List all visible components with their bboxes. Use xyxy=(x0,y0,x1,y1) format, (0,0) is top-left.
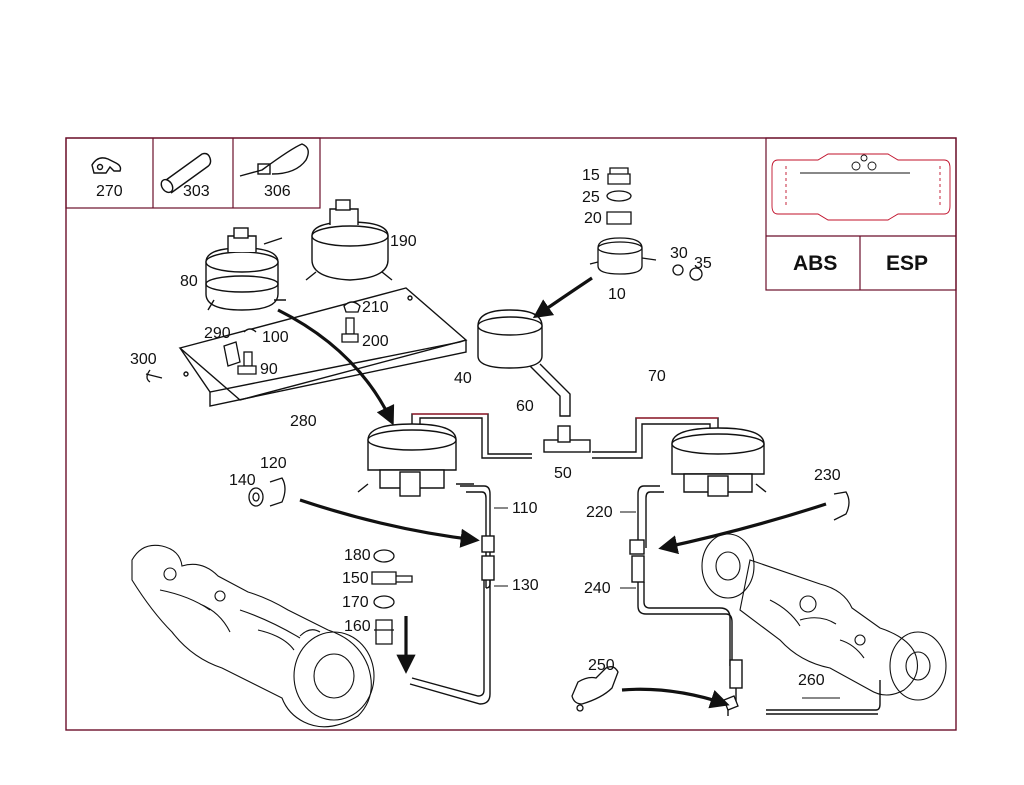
nut-290-icon xyxy=(223,341,241,367)
filler-cap-stack xyxy=(589,167,703,281)
callout-220: 220 xyxy=(586,504,613,521)
clip-120-icon xyxy=(269,477,286,507)
callout-190: 190 xyxy=(390,233,417,250)
callout-280: 280 xyxy=(290,413,317,430)
reservoir-80-icon xyxy=(205,227,286,311)
bracket-tray-icon xyxy=(178,287,468,407)
callout-140: 140 xyxy=(229,472,256,489)
vehicle-outline-icon xyxy=(771,153,951,221)
callout-250: 250 xyxy=(588,657,615,674)
callout-170: 170 xyxy=(342,594,369,611)
main-reservoir-icon xyxy=(477,309,571,417)
small-hardware xyxy=(145,301,361,383)
cable-tie-icon xyxy=(239,143,309,177)
callout-120: 120 xyxy=(260,455,287,472)
esp-badge: ESP xyxy=(886,252,929,275)
legend-label-303: 303 xyxy=(183,183,210,200)
callout-30: 30 xyxy=(670,245,688,262)
callout-150: 150 xyxy=(342,570,369,587)
callout-70: 70 xyxy=(648,368,666,385)
callout-40: 40 xyxy=(454,370,472,387)
left-accumulator-icon xyxy=(357,423,474,497)
hose-highlights xyxy=(412,413,718,419)
pointer-arrows xyxy=(277,276,827,709)
callout-15: 15 xyxy=(582,167,600,184)
seal-170-icon xyxy=(373,595,395,609)
callout-200: 200 xyxy=(362,333,389,350)
abs-badge: ABS xyxy=(793,252,838,275)
legend-label-270: 270 xyxy=(96,183,123,200)
callout-25: 25 xyxy=(582,189,600,206)
callout-230: 230 xyxy=(814,467,841,484)
bolt-160-icon xyxy=(374,619,394,645)
washer-30-icon xyxy=(672,264,684,276)
ring-20-icon xyxy=(606,211,632,225)
leader-lines xyxy=(494,507,840,699)
nut-35-icon xyxy=(689,267,703,281)
legend-parts-box xyxy=(65,137,321,209)
screw-300-icon xyxy=(145,369,163,383)
legend-label-306: 306 xyxy=(264,183,291,200)
front-axle-sketch xyxy=(131,544,375,728)
clip-230-icon xyxy=(833,491,850,521)
callout-35: 35 xyxy=(694,255,712,272)
callout-290: 290 xyxy=(204,325,231,342)
diagram-frame xyxy=(65,137,957,731)
callout-80: 80 xyxy=(180,273,198,290)
clip-210-icon xyxy=(343,301,361,313)
clip-100-icon xyxy=(243,328,257,333)
callout-10: 10 xyxy=(608,286,626,303)
callout-260: 260 xyxy=(798,672,825,689)
callout-160: 160 xyxy=(344,618,371,635)
callout-100: 100 xyxy=(262,329,289,346)
right-accumulator-icon xyxy=(671,427,767,497)
right-brake-line xyxy=(629,485,881,716)
callout-50: 50 xyxy=(554,465,572,482)
left-brake-line xyxy=(409,485,495,705)
distributor-250-icon xyxy=(571,666,619,705)
callout-210: 210 xyxy=(362,299,389,316)
callout-240: 240 xyxy=(584,580,611,597)
hose-sleeve-icon xyxy=(160,152,212,194)
callout-60: 60 xyxy=(516,398,534,415)
callout-20: 20 xyxy=(584,210,602,227)
callout-90: 90 xyxy=(260,361,278,378)
banjo-150-icon xyxy=(371,571,413,585)
cap-15-icon xyxy=(607,167,631,185)
seal-25-icon xyxy=(606,190,632,202)
callout-300: 300 xyxy=(130,351,157,368)
callout-180: 180 xyxy=(344,547,371,564)
callout-110: 110 xyxy=(512,500,538,517)
reservoir-190-icon xyxy=(305,199,393,281)
seal-180-icon xyxy=(373,549,395,563)
bolt-200-icon xyxy=(345,317,355,335)
vehicle-locator-box xyxy=(765,137,957,291)
callout-130: 130 xyxy=(512,577,539,594)
clip-icon xyxy=(91,157,122,174)
bolt-90-icon xyxy=(243,351,253,367)
